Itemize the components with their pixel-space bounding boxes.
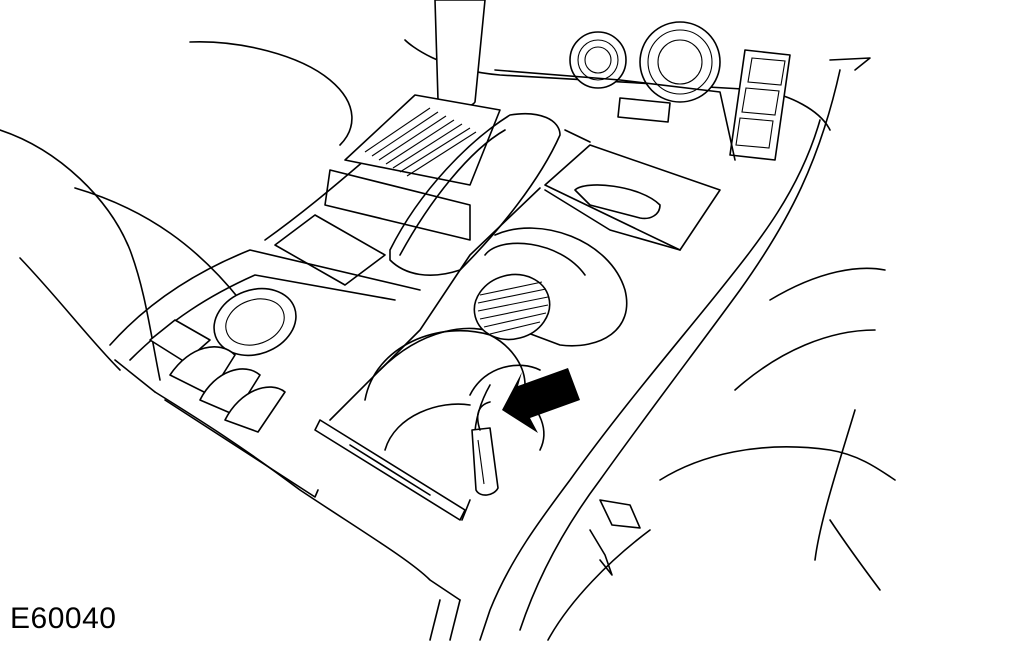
power-socket-cap-icon [213, 287, 297, 357]
center-console-body [114, 39, 871, 641]
switch-3 [199, 368, 261, 416]
right-knob-icon [639, 21, 721, 103]
tray-handle [574, 184, 661, 220]
direction-arrow-icon [502, 368, 580, 433]
tool-handle [471, 427, 499, 496]
screwdriver-tool [461, 401, 499, 521]
switch-bank [729, 49, 791, 161]
gear-selector [274, 0, 561, 286]
left-seat [0, 41, 353, 381]
shift-lever [434, 0, 486, 108]
figure-id-label: E60040 [10, 602, 117, 635]
cupholder-insert-ribs [477, 281, 549, 335]
switch-4 [224, 386, 286, 433]
display-slot [617, 97, 671, 123]
console-flap [274, 214, 386, 286]
switch-2 [169, 346, 236, 396]
dashboard-controls [494, 21, 791, 161]
left-console-switches [109, 249, 421, 433]
right-seat [547, 267, 896, 641]
cupholder-insert-icon [473, 273, 551, 341]
shift-gate-slats [364, 107, 477, 177]
cupholder-unit [314, 129, 721, 521]
